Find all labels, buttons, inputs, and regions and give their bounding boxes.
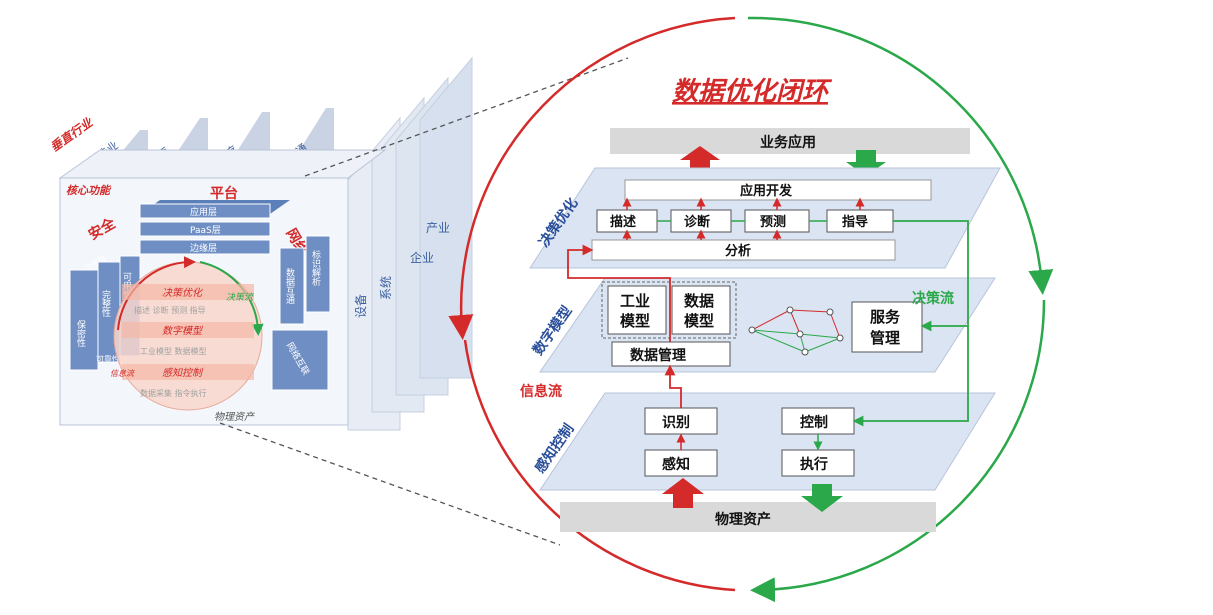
execute-box [781, 449, 855, 477]
core-function-label: 核心功能 [66, 184, 112, 197]
service-mgmt-line2: 管理 [870, 329, 900, 347]
physical-asset-bar [560, 502, 936, 532]
decision-path-guide-service [893, 220, 969, 332]
circle-band-sense [122, 364, 254, 380]
stack-label-device: 设备 [354, 294, 368, 318]
cube-top [58, 149, 387, 179]
cube-physical-asset: 物理资产 [214, 411, 255, 423]
stack-label-enterprise: 企业 [410, 250, 434, 265]
info-flow-label: 信息流 [520, 383, 562, 400]
business-app-bar [610, 128, 970, 154]
describe-label: 描述 [610, 214, 636, 230]
sense-box [644, 449, 718, 477]
outer-arc-green-top [747, 16, 1054, 295]
diagnose-label: 诊断 [684, 214, 710, 230]
business-app-label: 业务应用 [760, 134, 816, 151]
platform-label: 平台 [210, 185, 238, 202]
left-cube: 设备 系统 企业 产业 垂直行业 制造业 能源 医疗 交通 …… 核心功能 平台… [48, 56, 473, 431]
down-arrow-physical [801, 484, 843, 512]
control-box [781, 407, 855, 435]
circle-decision: 决策优化 [162, 287, 204, 299]
industry-heading: 垂直行业 [48, 114, 97, 154]
industrial-model-box [607, 285, 667, 335]
circle-sense-sub: 数据采集 指令执行 [140, 388, 207, 398]
circle-band-model [122, 322, 254, 338]
circle-sense: 感知控制 [162, 367, 204, 379]
edge-layer-label: 边缘层 [190, 242, 217, 254]
outer-arc-red-bottom [463, 339, 736, 592]
decision-flow-label: 决策流 [912, 290, 954, 307]
service-mgmt-box [851, 301, 923, 353]
circle-red-arc [117, 256, 196, 331]
industrial-model-line1: 工业 [620, 292, 650, 310]
service-mgmt-line1: 服务 [870, 308, 901, 326]
sense-plane [539, 392, 996, 491]
stack-label-system: 系统 [379, 276, 393, 300]
outer-arc-green-bottom [750, 299, 1046, 603]
zoom-connector-top [304, 57, 629, 177]
paas-layer-label: PaaS层 [190, 225, 221, 236]
up-arrow-physical [662, 478, 704, 508]
security-confidentiality: 保密性 [75, 319, 86, 348]
data-model-box [671, 285, 731, 335]
security-column-1 [69, 269, 99, 371]
security-integrity: 完整性 [100, 289, 111, 318]
app-layer [139, 203, 271, 219]
info-path-mgmt-analyze [567, 244, 671, 342]
outer-arc-red-top [448, 16, 736, 340]
identify-label: 识别 [662, 415, 690, 431]
decision-path-service-control [852, 326, 969, 427]
circle-decision-sub: 描述 诊断 预测 指导 [134, 305, 206, 315]
loop-title: 数据优化闭环 [672, 77, 833, 107]
info-path-identify-mgmt [664, 364, 682, 408]
model-group [601, 281, 737, 339]
security-reliability: 可靠性 [96, 354, 120, 364]
up-arrow-business [680, 146, 720, 174]
network-identity-label: 标识解析 [310, 249, 321, 287]
network-identity-column [305, 235, 331, 313]
guide-label: 指导 [842, 214, 868, 230]
network-data-column [279, 247, 305, 325]
network-data-label: 数据互通 [284, 267, 295, 305]
control-label: 控制 [800, 414, 828, 431]
analyze-label: 分析 [725, 243, 751, 259]
app-layer-label: 应用层 [190, 206, 217, 218]
data-model-line2: 模型 [684, 312, 714, 330]
network-graph [748, 306, 844, 356]
circle-band-decision [122, 284, 254, 300]
down-arrow-business [846, 150, 886, 176]
right-diagram: 数据优化闭环 业务应用 决策优化 应用开发 描述 诊断 预测 指导 分析 [448, 16, 1054, 603]
circle-info-flow: 信息流 [110, 369, 135, 378]
paas-layer [139, 221, 271, 237]
edge-layer [139, 239, 271, 255]
app-dev-label: 应用开发 [740, 183, 793, 199]
sense-label: 感知 [662, 456, 690, 473]
execute-label: 执行 [800, 456, 828, 473]
data-model-line1: 数据 [684, 292, 714, 310]
zoom-connector-bottom [219, 422, 561, 546]
circle-model-sub: 工业模型 数据模型 [140, 346, 207, 356]
data-mgmt-label: 数据管理 [630, 347, 686, 364]
circle-model: 数字模型 [162, 325, 204, 337]
stack-label-industry: 产业 [426, 221, 450, 235]
industrial-model-line2: 模型 [620, 312, 650, 330]
circle-decision-flow: 决策流 [226, 292, 255, 303]
physical-asset-label: 物理资产 [715, 511, 771, 528]
predict-label: 预测 [760, 214, 786, 230]
network-interconnect-block [271, 329, 329, 391]
